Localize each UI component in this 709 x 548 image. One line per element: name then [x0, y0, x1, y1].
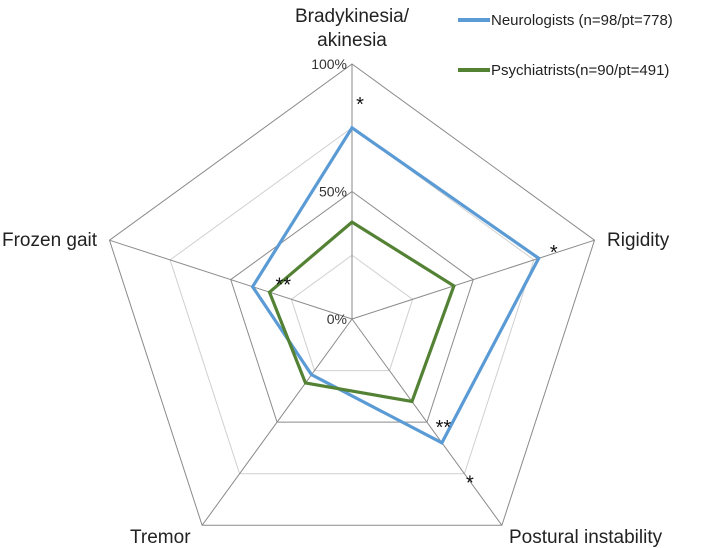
series-layer	[250, 125, 541, 445]
axis-spoke	[109, 239, 353, 320]
axis-label: Bradykinesia/akinesia	[295, 6, 410, 51]
significance-annotation: *	[356, 94, 364, 116]
legend: Neurologists (n=98/pt=778) Psychiatrists(…	[458, 12, 673, 79]
data-point	[452, 284, 456, 288]
data-point	[537, 256, 541, 260]
grid-ring-75	[169, 127, 535, 475]
grid-ring-25	[290, 254, 414, 372]
axis-spoke	[351, 318, 503, 526]
tick-label: 0%	[327, 311, 347, 327]
data-point	[410, 400, 414, 404]
significance-annotation: **	[436, 417, 452, 439]
grid-ring-100	[108, 63, 596, 526]
annotation-layer: *******	[275, 94, 557, 495]
axis-spoke	[201, 318, 353, 526]
axis-label: Postural instability	[509, 527, 663, 548]
data-point	[304, 381, 308, 385]
data-point	[350, 126, 354, 130]
axis-label: Rigidity	[607, 230, 670, 251]
data-point	[440, 441, 444, 445]
tick-label: 100%	[311, 56, 347, 72]
significance-annotation: *	[466, 473, 474, 495]
grid-ring-50	[230, 190, 474, 423]
legend-label: Psychiatrists(n=90/pt=491)	[491, 62, 669, 79]
tick-label: 50%	[319, 184, 347, 200]
legend-label: Neurologists (n=98/pt=778)	[491, 12, 673, 29]
series-line	[267, 220, 456, 404]
data-point	[310, 373, 314, 377]
axis-label: Tremor	[130, 527, 191, 548]
data-point	[251, 285, 255, 289]
significance-annotation: *	[550, 242, 558, 264]
axis-label: Frozen gait	[2, 230, 98, 251]
significance-annotation: **	[275, 274, 291, 296]
grid-layer	[108, 63, 596, 526]
tick-label-layer: 0% 50% 100%	[311, 56, 347, 327]
series-line	[250, 125, 541, 445]
data-point	[268, 290, 272, 294]
data-point	[350, 220, 354, 224]
axis-spoke	[351, 239, 595, 320]
